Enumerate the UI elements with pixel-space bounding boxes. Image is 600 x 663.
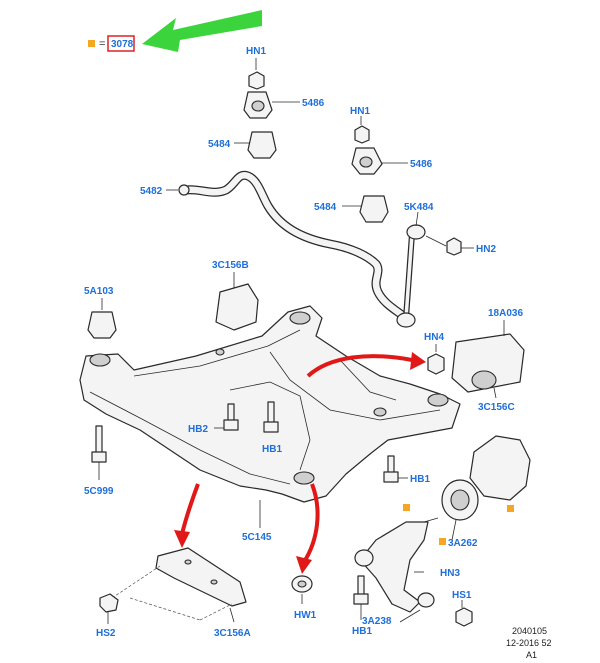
label-hn2: HN2 xyxy=(476,244,496,255)
bolt-hb1-bottom-icon xyxy=(357,575,365,597)
ball-joint-icon xyxy=(417,592,435,608)
bolt-hs2-icon xyxy=(99,593,119,613)
legend-orange-marker xyxy=(88,40,95,47)
stabilizer-bar-end-icon xyxy=(178,184,190,196)
callout-labels: HN1 5486 5484 5482 HN1 5486 5484 5K484 H… xyxy=(84,46,523,639)
green-arrow-icon xyxy=(142,10,262,52)
label-hb2: HB2 xyxy=(188,424,208,435)
control-arm-3a238 xyxy=(353,504,473,627)
legend-ref: 3078 xyxy=(111,39,134,50)
label-hb1-bottom: HB1 xyxy=(352,626,372,637)
label-hw1: HW1 xyxy=(294,610,317,621)
bushing-5484-right-icon xyxy=(359,195,389,223)
mount-bracket-icon xyxy=(469,435,531,501)
label-hn1-top: HN1 xyxy=(246,46,266,57)
footer-code: 2040105 xyxy=(512,626,547,636)
label-5486-top: 5486 xyxy=(302,98,325,109)
label-5a103: 5A103 xyxy=(84,286,114,297)
nut-hn4-icon xyxy=(427,353,445,375)
bolt-hb2-icon xyxy=(227,403,235,423)
orange-marker-3a262 xyxy=(439,538,446,545)
label-5c145: 5C145 xyxy=(242,532,272,543)
bolt-hb1-center-icon xyxy=(267,401,275,425)
label-3c156c: 3C156C xyxy=(478,402,515,413)
stabilizer-assembly xyxy=(166,58,474,328)
footer-date: 12-2016 52 xyxy=(506,638,552,648)
bolt-hs1-icon xyxy=(455,607,473,627)
footer-rev: A1 xyxy=(526,650,537,660)
label-3c156a: 3C156A xyxy=(214,628,251,639)
label-5482: 5482 xyxy=(140,186,163,197)
label-hb1-right: HB1 xyxy=(410,474,430,485)
label-hn3: HN3 xyxy=(440,568,460,579)
label-hs1: HS1 xyxy=(452,590,472,601)
label-3c156b: 3C156B xyxy=(212,260,249,271)
bolt-hb1-right-icon xyxy=(387,455,395,475)
mount-3a262 xyxy=(441,435,531,541)
bolts xyxy=(91,401,408,483)
link-5k484-top-ball-icon xyxy=(406,224,426,240)
label-3a238: 3A238 xyxy=(362,616,392,627)
control-arm-bushing-icon xyxy=(354,549,374,567)
label-hs2: HS2 xyxy=(96,628,116,639)
bracket-3c156a-icon xyxy=(155,547,247,607)
mount-hole-front-right xyxy=(293,471,315,485)
mount-hole-rear-left xyxy=(289,311,311,325)
legend-equals: = xyxy=(99,38,105,50)
orange-marker-mount xyxy=(507,505,514,512)
label-hn4: HN4 xyxy=(424,332,444,343)
bushing-5484-top-icon xyxy=(247,131,277,159)
red-arrow-right-icon xyxy=(306,354,413,378)
stabilizer-bar-5482 xyxy=(182,171,410,322)
red-arrow-bottom-icon xyxy=(302,483,320,564)
label-hb1-center: HB1 xyxy=(262,444,282,455)
label-5484-right: 5484 xyxy=(314,202,337,213)
link-5k484-bottom-ball-icon xyxy=(396,312,416,328)
bushing-5a103-icon xyxy=(87,311,117,339)
mount-hole-front-left xyxy=(89,353,111,367)
label-18a036: 18A036 xyxy=(488,308,523,319)
label-hn1-right: HN1 xyxy=(350,106,370,117)
damper-18a036-icon xyxy=(451,333,525,393)
nut-hn1-right-icon xyxy=(354,125,370,144)
bracket-3c156b-icon xyxy=(215,283,259,331)
orange-marker-arm xyxy=(403,504,410,511)
mount-hole-rear-right xyxy=(427,393,449,407)
bracket-3c156a xyxy=(99,547,247,624)
label-5k484: 5K484 xyxy=(404,202,434,213)
legend: = 3078 xyxy=(88,35,135,52)
label-5484-left: 5484 xyxy=(208,139,231,150)
footer-meta: 2040105 12-2016 52 A1 xyxy=(506,626,552,660)
nut-hn2-icon xyxy=(446,237,462,256)
legend-ref-box xyxy=(107,35,135,52)
label-5c999: 5C999 xyxy=(84,486,114,497)
label-5486-right: 5486 xyxy=(410,159,433,170)
red-arrow-left-icon xyxy=(180,483,200,535)
label-3a262: 3A262 xyxy=(448,538,478,549)
nut-hn1-top-icon xyxy=(248,71,265,90)
